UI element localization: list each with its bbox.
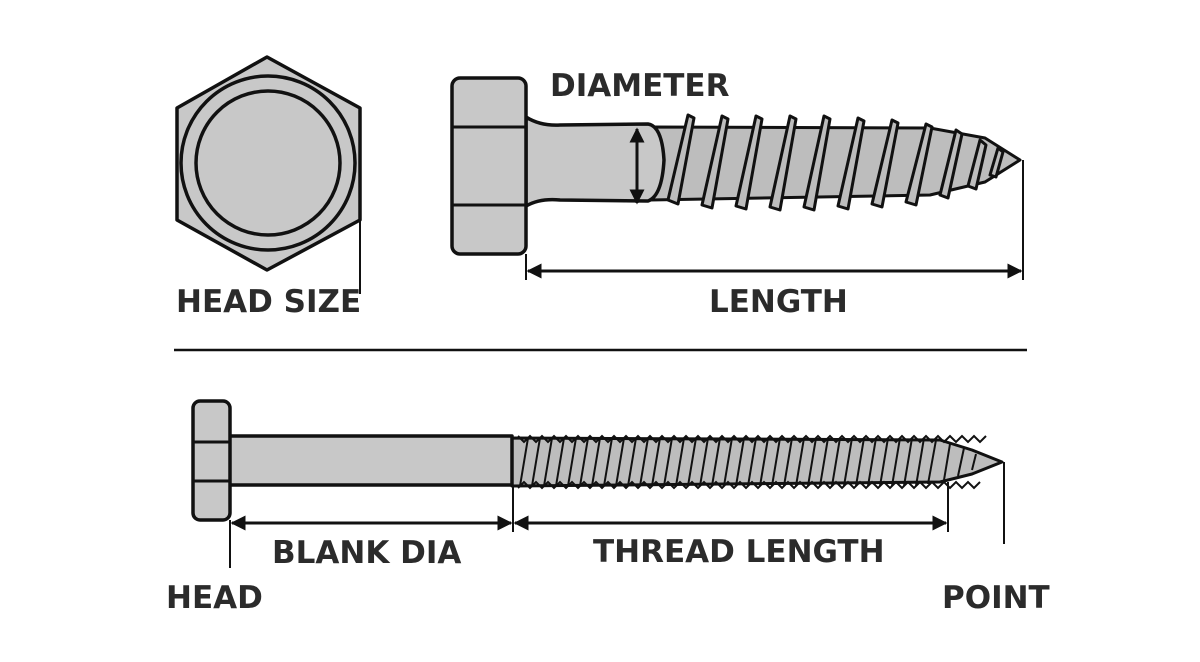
head-size-label: HEAD SIZE	[176, 284, 361, 320]
head-label: HEAD	[166, 580, 263, 616]
lag-screw-side-view	[450, 76, 1024, 280]
hex-head-end-view	[175, 55, 362, 294]
point-label: POINT	[942, 580, 1050, 616]
blank-dia-label: BLANK DIA	[272, 535, 461, 571]
diameter-label: DIAMETER	[550, 68, 730, 104]
long-lag-screw-view	[191, 399, 1005, 568]
thread-length-label: THREAD LENGTH	[593, 534, 885, 570]
length-label: LENGTH	[709, 284, 848, 320]
